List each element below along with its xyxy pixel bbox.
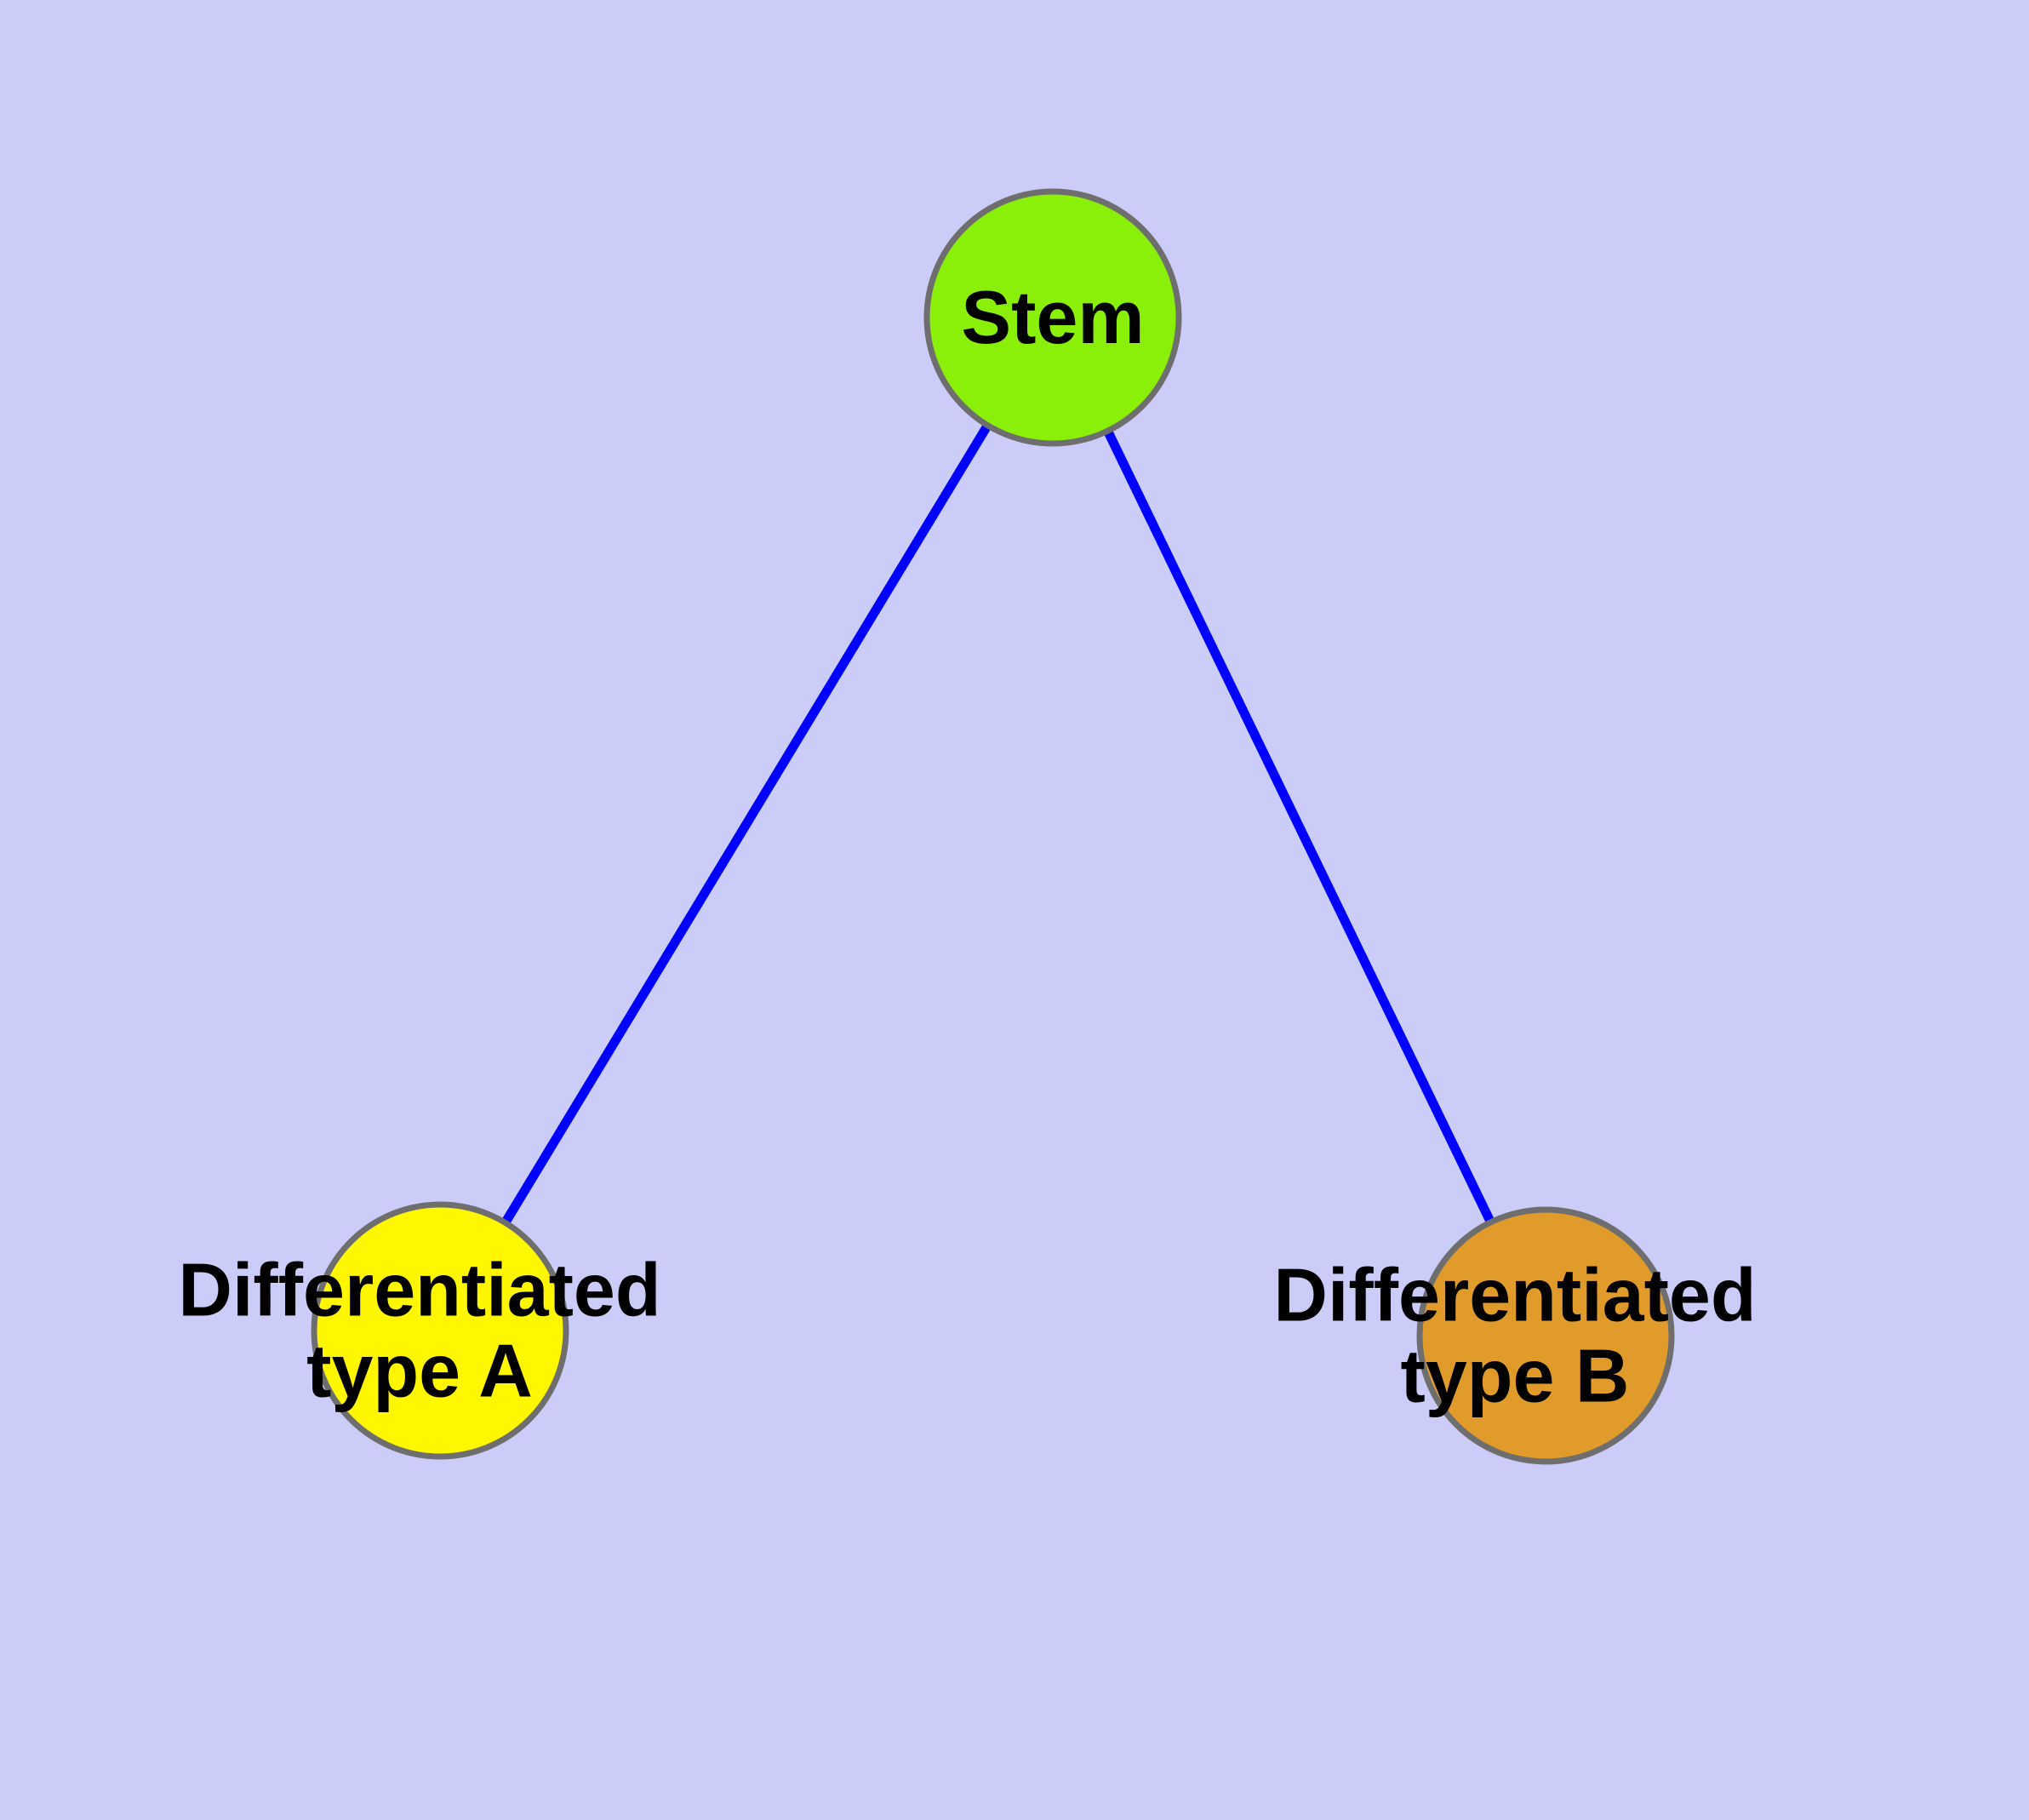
node-label-line: Stem <box>961 275 1144 359</box>
node-differentiated-type-a-circle[interactable] <box>311 1201 569 1460</box>
edges-layer <box>500 422 1495 1226</box>
node-label-line: Differentiated <box>1273 1252 1756 1336</box>
edge-stem-to-differentiated-type-b[interactable] <box>1103 428 1495 1225</box>
node-stem-label: Stem <box>961 275 1144 359</box>
node-stem[interactable]: Stem <box>923 188 1182 447</box>
node-stem-circle[interactable] <box>923 188 1182 447</box>
edge-stem-to-differentiated-type-a[interactable] <box>500 422 992 1226</box>
node-label-line: Differentiated <box>178 1247 660 1331</box>
node-differentiated-type-b-circle[interactable] <box>1416 1206 1675 1465</box>
node-label-line: type A <box>306 1328 533 1412</box>
node-label-line: type B <box>1401 1333 1630 1417</box>
